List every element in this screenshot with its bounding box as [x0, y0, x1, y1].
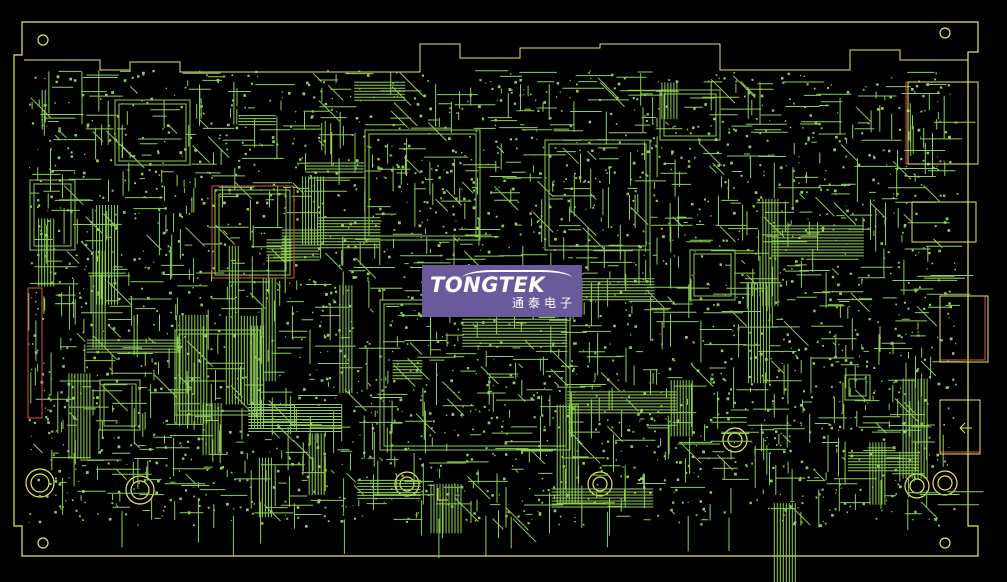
ic-body: [689, 249, 736, 301]
ic-body: [114, 99, 191, 166]
tongtek-logo: TONGTEK 通泰电子: [422, 265, 582, 317]
silkscreen-mark: [437, 488, 448, 501]
ic-body: [364, 129, 481, 241]
mounting-hole: [722, 427, 748, 453]
logo-brand-text: TONGTEK: [430, 273, 546, 297]
ic-body: [544, 139, 651, 251]
board-outline: [13, 21, 979, 557]
mounting-hole: [939, 537, 951, 549]
ic-inner: [663, 93, 717, 137]
ic-inner: [178, 333, 257, 412]
arrow-marker: [959, 422, 972, 434]
mounting-hole-inner: [130, 480, 150, 500]
trace-network: [28, 70, 984, 582]
logo-swoosh: [462, 270, 572, 286]
ic-body: [659, 89, 721, 141]
connector-outline: [907, 81, 979, 165]
ic-body: [214, 189, 291, 276]
ic-inner: [103, 383, 137, 427]
ic-inner: [693, 253, 732, 297]
mounting-hole: [37, 34, 49, 46]
board-outline-inner: [24, 43, 968, 73]
mounting-hole: [37, 537, 49, 549]
ic-body: [174, 329, 261, 416]
connector-outline: [911, 201, 977, 243]
ic-body: [99, 379, 141, 431]
ic-inner: [118, 103, 187, 162]
courtyard: [211, 185, 295, 279]
mounting-hole-inner: [30, 473, 50, 493]
ic-inner: [33, 183, 72, 247]
ic-inner: [548, 143, 647, 247]
courtyard: [27, 287, 43, 419]
copper-traces: [28, 70, 984, 582]
mounting-holes: [25, 27, 958, 549]
mounting-hole-inner: [937, 475, 953, 491]
ic-inner: [848, 378, 867, 397]
mounting-hole: [125, 475, 155, 505]
ic-body: [844, 374, 871, 401]
connector-outline: [939, 399, 981, 455]
mounting-hole: [939, 27, 951, 39]
ic-inner: [368, 133, 477, 237]
edge-connectors: [437, 81, 989, 501]
ic-inner: [218, 193, 287, 272]
ic-body: [29, 179, 76, 251]
mounting-hole: [587, 471, 613, 497]
mounting-hole-inner: [592, 476, 608, 492]
connector-outline: [939, 295, 989, 363]
mounting-hole: [394, 471, 420, 497]
mounting-hole-inner: [399, 476, 415, 492]
logo-chinese-text: 通泰电子: [512, 296, 577, 310]
